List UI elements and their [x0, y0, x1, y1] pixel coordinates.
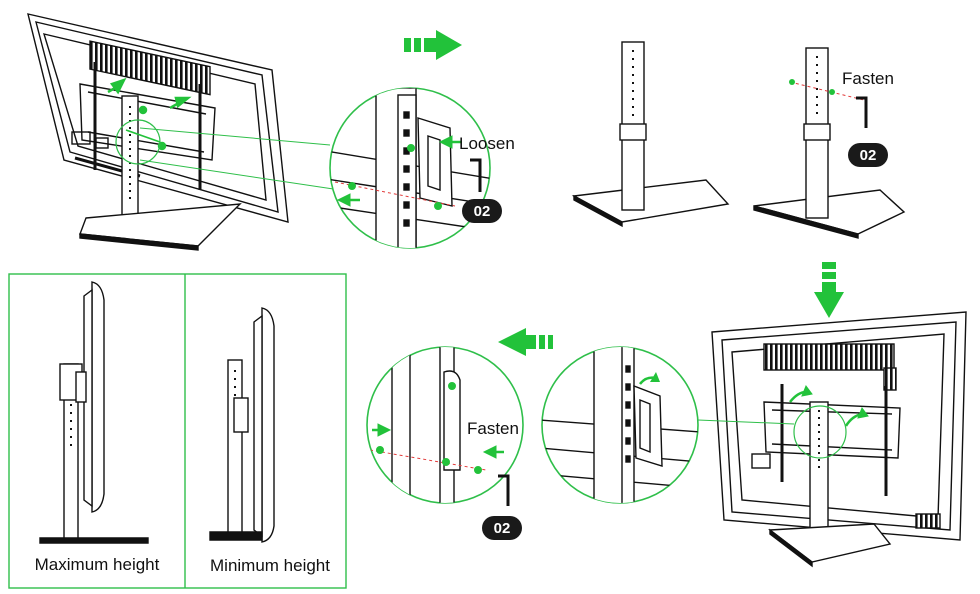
step3-tv-rear-view — [711, 311, 967, 568]
step1-focus-circle — [115, 119, 161, 165]
hex-key-icon — [470, 158, 482, 192]
min-height-label: Minimum height — [210, 556, 330, 575]
min-height-side-view — [209, 307, 275, 543]
callout-line — [697, 419, 795, 425]
step3-focus-circle — [793, 405, 847, 459]
loosen-label: Loosen — [459, 134, 515, 153]
stand-loosened — [571, 41, 730, 228]
max-height-side-view — [39, 281, 149, 544]
hex-key-icon — [856, 96, 868, 128]
fasten-points — [789, 79, 835, 95]
stand-fastened — [753, 47, 906, 239]
svg-text:02: 02 — [474, 203, 491, 220]
zoom-detail-hook — [541, 346, 699, 504]
max-height-label: Maximum height — [35, 555, 160, 574]
svg-text:02: 02 — [860, 147, 877, 164]
svg-text:02: 02 — [494, 520, 511, 537]
step3-green-marks — [789, 384, 869, 427]
fasten-label-bottom: Fasten — [467, 419, 519, 438]
wrench-size-badge: 02 — [462, 199, 502, 223]
step1-tv-rear-view — [27, 13, 289, 251]
hex-key-icon — [498, 474, 510, 506]
zoom-detail-fasten — [366, 346, 524, 506]
step1-green-marks — [107, 77, 192, 151]
zoom-detail-loosen — [329, 87, 491, 249]
arrow-left-icon — [498, 328, 553, 356]
arrow-down-icon — [814, 262, 844, 318]
callout-line — [139, 127, 341, 191]
fasten-label-top: Fasten — [842, 69, 894, 88]
arrow-right-icon — [404, 30, 462, 60]
wrench-size-badge-3: 02 — [482, 516, 522, 540]
wrench-size-badge-2: 02 — [848, 143, 888, 167]
